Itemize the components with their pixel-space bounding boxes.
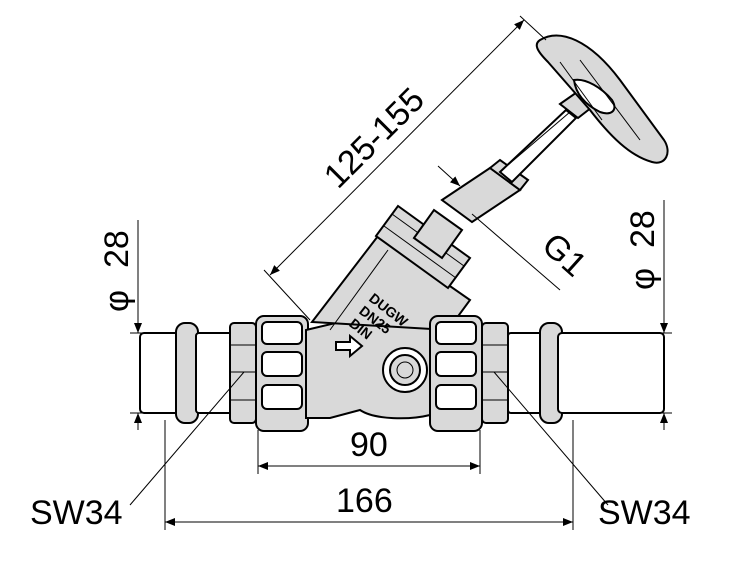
height-range-value: 125-155 [317, 81, 432, 196]
left-diameter-value: 28 [98, 230, 136, 268]
left-diameter-symbol: φ [98, 290, 136, 312]
valve-stem [440, 88, 598, 224]
overall-length-dimension: 166 [164, 420, 574, 530]
left-diameter-dimension: φ 28 [98, 220, 175, 430]
left-union-nut [229, 315, 309, 432]
body-length-dimension: 90 [257, 426, 481, 474]
left-wrench-callout: SW34 [30, 371, 245, 532]
right-wrench-size: SW34 [598, 494, 691, 532]
overall-length-value: 166 [336, 482, 393, 520]
right-diameter-value: 28 [624, 210, 662, 248]
left-wrench-size: SW34 [30, 494, 123, 532]
handwheel [535, 34, 669, 164]
right-wrench-callout: SW34 [493, 371, 691, 532]
left-press-fitting [139, 322, 233, 424]
right-press-fitting [507, 322, 665, 424]
right-union-nut [429, 315, 509, 432]
body-length-value: 90 [350, 426, 388, 464]
right-diameter-dimension: φ 28 [620, 200, 672, 430]
right-diameter-symbol: φ [624, 268, 662, 290]
flow-arrow-icon [335, 333, 364, 359]
